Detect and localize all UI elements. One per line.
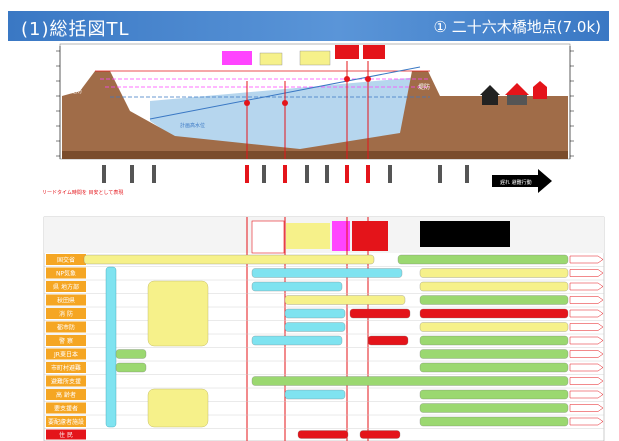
soil-strip [62, 151, 568, 159]
row-label: 避難所支援 [51, 378, 81, 386]
row-label: JR東日本 [53, 351, 78, 359]
row-gridlines [44, 266, 604, 429]
row-label: 消 防 [59, 310, 73, 318]
right-axis [569, 46, 574, 159]
decision-markers [244, 76, 371, 106]
yellow-block-upper [147, 280, 209, 347]
row-label: 秋田県 [57, 297, 75, 305]
row-label: 要支援者 [54, 405, 78, 413]
left-bank [62, 71, 300, 159]
warning-house-icon [505, 81, 547, 105]
row-label: 警 察 [59, 337, 73, 345]
slide-title: (1)総括図TL [21, 19, 130, 40]
row-label: 要配慮者施設 [48, 418, 84, 426]
header-cell-2 [286, 223, 330, 249]
callout-yellow-2 [299, 50, 331, 66]
timeline-table: 国交省 NP気象 県 地方部 秋田県 消 防 都市防 警 察 JR東日本 市町村… [43, 216, 605, 441]
callout-yellow-1 [259, 52, 283, 66]
row-label-bg-0 [46, 254, 86, 265]
location-title: ① 二十六木橋地点(7.0k) [433, 18, 601, 36]
row-label: 県 地方部 [53, 283, 79, 291]
cross-section: 堤防 堤防 計画高水位 [56, 43, 574, 160]
callout-red-1 [335, 45, 359, 59]
row-labels: 国交省 NP気象 県 地方部 秋田県 消 防 都市防 警 察 JR東日本 市町村… [46, 254, 86, 440]
arrow-right-icon: 遅れ 避難行動 [492, 169, 552, 193]
row-label: 住 民 [59, 431, 73, 439]
row-label: NP気象 [56, 270, 76, 278]
header-cell-4 [352, 221, 388, 251]
svg-text:遅れ 避難行動: 遅れ 避難行動 [500, 179, 532, 186]
left-axis [56, 46, 61, 159]
timeline-diagram: 堤防 堤防 計画高水位 リードタイム時間を 目安として表現 遅れ 避難行動 [42, 43, 605, 441]
header-cell-1 [251, 220, 285, 254]
right-arrow-tags [569, 255, 604, 426]
row-label: 都市防 [57, 324, 75, 332]
header-cell-3 [332, 221, 350, 251]
row-label: 国交省 [57, 256, 75, 264]
right-bank-label: 堤防 [418, 83, 430, 91]
time-axis: リードタイム時間を 目安として表現 [42, 165, 469, 196]
right-bank [300, 71, 568, 159]
time-ticks [102, 165, 469, 183]
row-bars [83, 254, 569, 439]
lead-time-note: リードタイム時間を 目安として表現 [42, 189, 123, 196]
yellow-block-lower [147, 388, 209, 428]
left-bank-label: 堤防 [70, 87, 82, 95]
water-label: 計画高水位 [180, 122, 205, 129]
house-icon [480, 85, 500, 105]
title-bar: (1)総括図TL ① 二十六木橋地点(7.0k) [8, 11, 609, 41]
header-cell-5 [420, 221, 510, 247]
row-label: 市町村避難 [51, 364, 81, 372]
callout-red-2 [363, 45, 385, 59]
left-cyan-bar [105, 266, 117, 428]
row-label: 高 齢者 [56, 391, 76, 399]
callout-pink [222, 51, 252, 65]
